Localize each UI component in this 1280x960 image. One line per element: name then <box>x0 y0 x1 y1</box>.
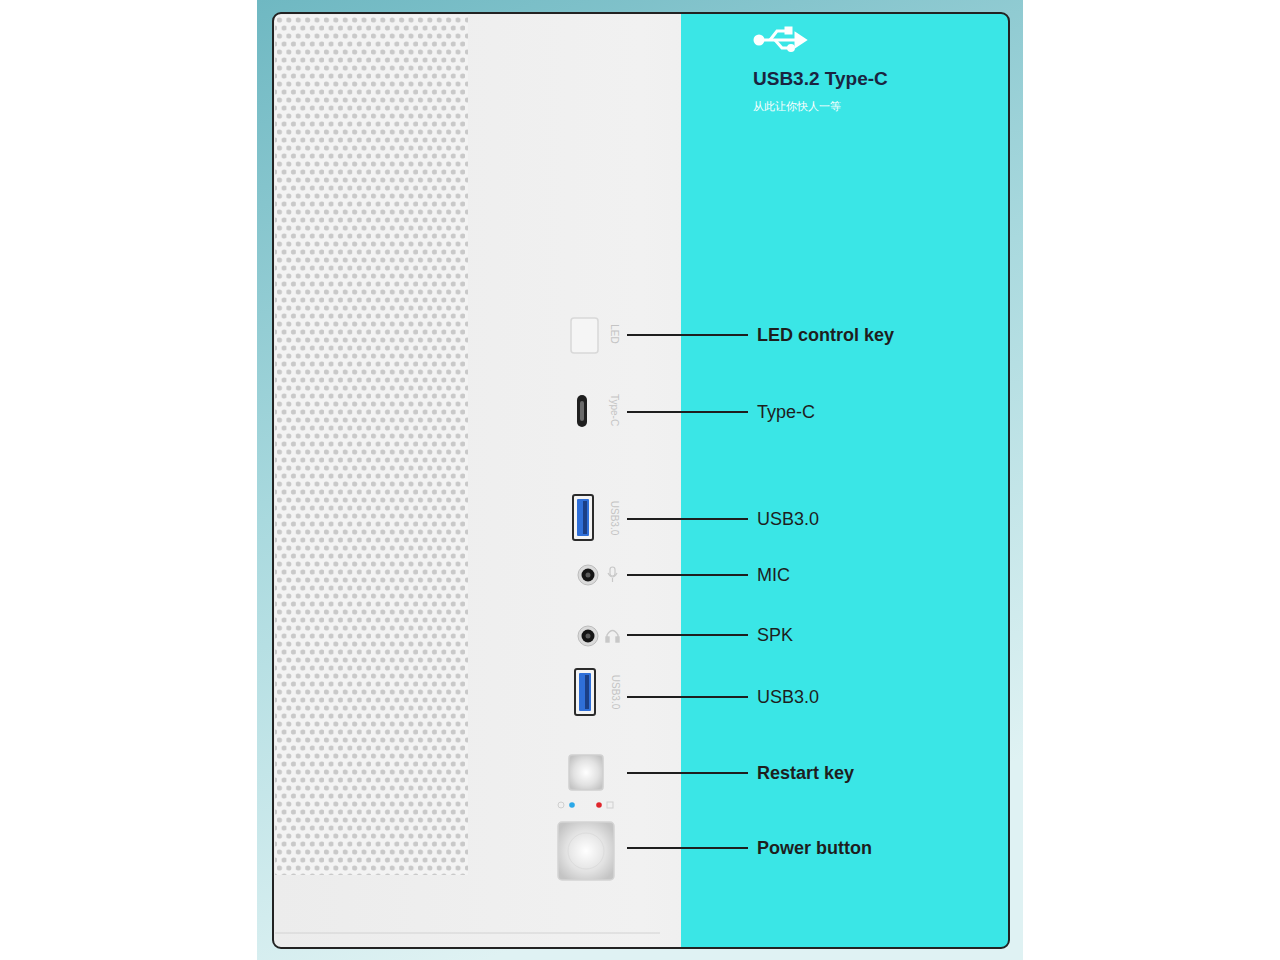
audio-jack <box>578 565 598 585</box>
indicator-icon <box>558 802 564 808</box>
usb-symbol-circle <box>789 46 794 51</box>
led-button <box>571 318 598 353</box>
usb-port <box>573 495 593 540</box>
leader-lines <box>627 335 748 848</box>
mesh-panel <box>275 15 468 875</box>
audio-jack-core <box>586 634 591 639</box>
leader-line <box>627 847 748 849</box>
usb-port-insert <box>577 499 589 536</box>
restart-button <box>569 755 603 790</box>
usb-port-tongue <box>585 675 589 709</box>
mic-icon-cup <box>608 573 617 577</box>
subtitle: 从此让你快人一等 <box>753 100 841 113</box>
case-seam <box>275 933 660 934</box>
usb-symbol-head <box>796 34 805 46</box>
leader-line <box>627 772 748 774</box>
callout-label: Power button <box>757 838 872 859</box>
usb-symbol-square <box>786 28 791 33</box>
mic-icon-stand <box>612 578 613 582</box>
audio-jack-core <box>586 573 591 578</box>
callout-label: Restart key <box>757 763 854 784</box>
leader-line <box>627 696 748 698</box>
leader-line <box>627 411 748 413</box>
panel-print: LED <box>608 324 620 343</box>
callout-label: SPK <box>757 625 793 646</box>
audio-jack <box>578 626 598 646</box>
type-c-tongue <box>580 401 584 421</box>
usb-symbol-branch <box>775 40 789 48</box>
callout-label: Type-C <box>757 402 815 423</box>
indicator-led-red <box>596 802 602 808</box>
audio-jack-hole <box>582 630 595 643</box>
leader-line <box>627 634 748 636</box>
usb-port-tongue <box>583 501 587 534</box>
usb-symbol-stem <box>762 39 796 42</box>
panel-print: USB3.0 <box>608 501 620 535</box>
power-button-ring <box>568 833 604 869</box>
callout-label: MIC <box>757 565 790 586</box>
indicator-led-blue <box>569 802 575 808</box>
case-front <box>273 13 1009 948</box>
frame-border <box>273 13 1009 948</box>
callout-label: USB3.0 <box>757 687 819 708</box>
usb-port <box>575 669 595 715</box>
title: USB3.2 Type-C <box>753 68 888 90</box>
usb-symbol <box>755 28 805 51</box>
panel-print: Type-C <box>608 394 620 426</box>
type-c-port <box>577 395 587 427</box>
mic-icon <box>608 567 617 582</box>
callout-label: USB3.0 <box>757 509 819 530</box>
audio-jack-hole <box>582 569 595 582</box>
mic-icon-body <box>610 567 615 576</box>
leader-line <box>627 518 748 520</box>
headphone-icon-cup <box>606 637 609 642</box>
usb-symbol-dot <box>755 36 763 44</box>
usb-port-insert <box>579 673 591 711</box>
headphone-icon <box>606 631 619 643</box>
leader-line <box>627 574 748 576</box>
panel-print: USB3.0 <box>609 675 621 709</box>
indicator-icon <box>607 802 613 808</box>
mesh-holes <box>275 15 468 875</box>
usb-symbol-branch <box>770 31 786 40</box>
headphone-icon-cup <box>616 637 619 642</box>
teal-ground <box>257 0 1023 960</box>
leader-line <box>627 334 748 336</box>
power-button <box>558 822 614 880</box>
callout-label: LED control key <box>757 325 894 346</box>
cyan-panel <box>681 13 1009 948</box>
